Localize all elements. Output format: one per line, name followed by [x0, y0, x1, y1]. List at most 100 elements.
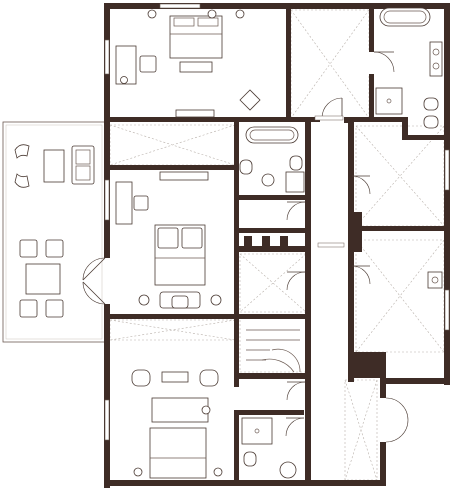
window-icon: [104, 399, 110, 441]
lamp-icon: [213, 467, 223, 477]
shower: [241, 417, 273, 445]
lamp-icon: [133, 467, 143, 477]
chair-icon: [19, 239, 38, 258]
wall-v-east-c: [348, 252, 354, 382]
stair-icon: [246, 329, 300, 361]
window-icon: [159, 3, 201, 9]
wall-h-lau: [234, 246, 310, 252]
stair-outline: [239, 317, 307, 373]
pillow: [173, 17, 195, 27]
master-bathroom: [375, 7, 443, 129]
lamp-icon: [210, 294, 222, 306]
window-icon: [444, 149, 450, 191]
hall-east-diagonal: [344, 379, 378, 481]
bedroom-2: [115, 171, 222, 309]
chair-icon: [133, 195, 149, 211]
wall-v-bath3-l: [234, 410, 239, 485]
terrace-dining-set: [19, 239, 64, 318]
shower: [375, 87, 403, 115]
door-swing-icon: [286, 201, 306, 221]
door-gap: [379, 398, 387, 442]
wall-top: [104, 3, 447, 9]
door-swing-icon: [373, 51, 395, 73]
window-icon: [444, 289, 450, 331]
window-icon: [104, 39, 110, 75]
wall-bottom: [104, 480, 386, 486]
laundry-outline: [239, 253, 307, 313]
door-gap: [314, 115, 344, 121]
desk-icon: [115, 181, 133, 225]
bathtub-icon: [379, 7, 431, 27]
wall-v-closet-l: [286, 3, 291, 122]
table-icon: [161, 371, 189, 383]
desk-icon: [115, 45, 137, 85]
wall-h-bath3: [234, 410, 304, 415]
room-east: [427, 271, 443, 289]
door-swing-icon: [385, 397, 409, 443]
wall-v-bath1-notch: [402, 117, 408, 139]
lamp-icon: [201, 405, 211, 415]
chair-icon: [131, 369, 151, 387]
chair-icon: [45, 239, 64, 258]
bedroom3-closet-outline: [109, 319, 236, 341]
stair: [246, 329, 301, 373]
bed-icon: [149, 427, 207, 479]
wall-h-1c: [352, 117, 407, 122]
door-gap: [317, 242, 345, 248]
wall-right-step: [380, 378, 450, 384]
doors: [82, 51, 409, 443]
wall-post: [262, 236, 270, 248]
corridor-floor: [311, 122, 348, 482]
master-bedroom: [115, 9, 261, 118]
table-icon: [25, 263, 61, 295]
wall-h-bath2b: [234, 228, 310, 233]
shelf: [159, 171, 209, 181]
pillow: [181, 227, 203, 249]
wall-right-mid: [444, 135, 450, 385]
door-swing-icon: [321, 97, 343, 119]
door-gap: [103, 258, 111, 304]
drain: [386, 98, 392, 104]
wardrobe-diagonal: [109, 124, 236, 166]
wall-v-east-b: [348, 212, 362, 252]
stair-arc: [271, 348, 301, 373]
terrace-inner-edge: [5, 124, 103, 340]
lamp-icon: [235, 9, 245, 19]
lamp-icon: [261, 173, 275, 187]
bathroom-2: [239, 126, 305, 193]
pillow: [157, 227, 179, 249]
chair-icon: [45, 299, 64, 318]
lamp-icon: [138, 294, 150, 306]
wall-h-2: [104, 165, 234, 170]
chair-icon: [199, 369, 219, 387]
sink-bowl: [431, 276, 439, 284]
sofa-cushion: [75, 165, 91, 181]
door-leaf: [82, 257, 106, 305]
walls: [104, 3, 450, 488]
wall-right-top: [444, 3, 450, 138]
bench: [179, 61, 213, 73]
wall-v-corr-r: [344, 117, 352, 123]
room-east-diagonal: [355, 239, 445, 353]
bedroom-3: [131, 369, 223, 479]
door-gap: [368, 52, 376, 74]
pillow: [197, 17, 219, 27]
door-swing-icon: [285, 417, 305, 437]
sink-icon: [285, 171, 305, 193]
chair-icon: [239, 89, 261, 111]
sink-bowl: [432, 62, 440, 70]
wall-post: [356, 360, 362, 378]
drain: [254, 428, 260, 434]
sofa-cushion: [75, 149, 91, 165]
wall-left: [104, 3, 110, 488]
door-swing-icon: [351, 265, 371, 285]
terrace: [2, 121, 106, 343]
bed-icon: [169, 15, 223, 59]
corridor: [311, 122, 348, 482]
wall-h-bath1-notch: [402, 135, 450, 140]
window-icon: [104, 179, 110, 221]
toilet-icon: [423, 97, 439, 111]
lamp-icon: [207, 9, 217, 19]
bedroom3-closet-diagonal: [109, 319, 236, 341]
tub-inner: [249, 129, 295, 141]
